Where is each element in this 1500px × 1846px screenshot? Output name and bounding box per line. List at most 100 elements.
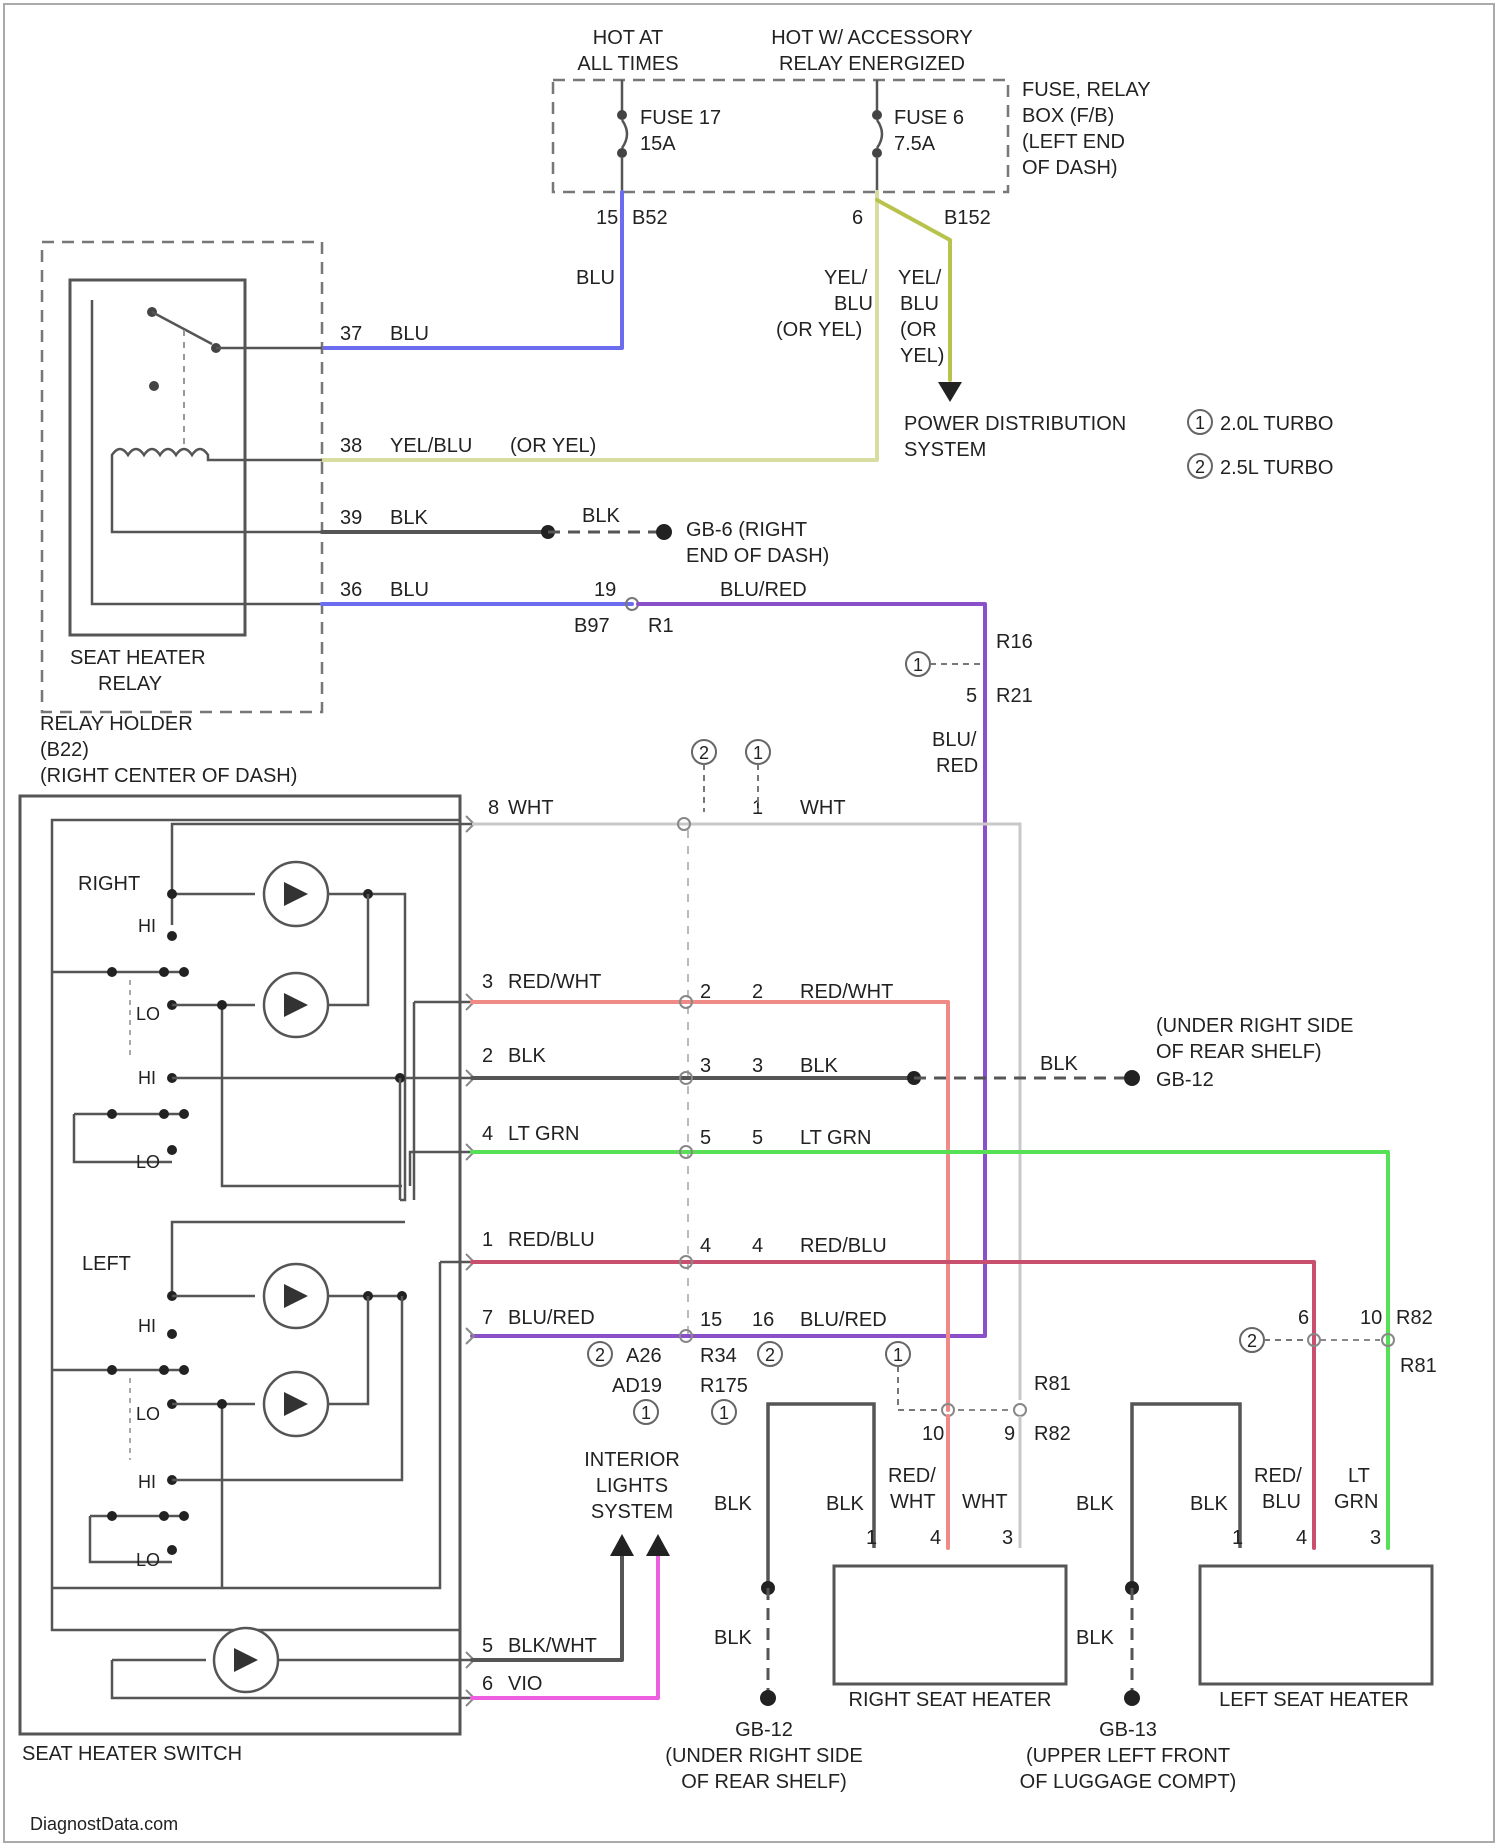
harness-pin-8: 8: [488, 797, 499, 819]
fuse6-rating: 7.5A: [894, 133, 936, 155]
harness-pin-16: 16: [752, 1309, 774, 1331]
harness-pin-3: 3: [482, 971, 493, 993]
lights-pin-5: 5: [482, 1635, 493, 1657]
fuse-box: HOT AT ALL TIMES HOT W/ ACCESSORY RELAY …: [553, 27, 1151, 229]
relay-wire-38-color: YEL/BLU: [390, 435, 472, 457]
relay-holder-3: (RIGHT CENTER OF DASH): [40, 765, 297, 787]
seat-heater-relay: SEAT HEATER RELAY RELAY HOLDER (B22) (RI…: [40, 242, 322, 787]
harness-pin-7: 7: [482, 1307, 493, 1329]
left-lo-label-1: LO: [136, 1404, 160, 1424]
relay-wire-37-color: BLU: [390, 323, 429, 345]
interior-lights-label-2: LIGHTS: [596, 1475, 668, 1497]
right-led-hi-right-lead: [328, 894, 405, 1200]
harness-pin-4b: 4: [752, 1235, 763, 1257]
wire-yel-label-1: YEL/: [824, 267, 868, 289]
right-heater-body: [834, 1566, 1066, 1684]
interior-lights-arrow-2-icon: [646, 1534, 670, 1556]
connector-r1-label: R1: [648, 615, 674, 637]
fuse17-terminal-bottom: [617, 148, 627, 158]
harness-wht-label: WHT: [508, 797, 554, 819]
fuse17-pin-label: 15: [596, 207, 618, 229]
ground-gb12-bottom-icon: [760, 1690, 776, 1706]
left-heater-body: [1200, 1566, 1432, 1684]
svg-text:1: 1: [753, 743, 763, 763]
relay-pin-37: 37: [340, 323, 362, 345]
ground-gb6-icon: [656, 524, 672, 540]
lights-pin-6: 6: [482, 1673, 493, 1695]
wire-blu-red-to-switch: [472, 604, 985, 1336]
right-connector-pin-10: 10: [922, 1423, 944, 1445]
right-connector-pin-9: 9: [1004, 1423, 1015, 1445]
connector-pin-19: 19: [594, 579, 616, 601]
left-heater-name: LEFT SEAT HEATER: [1219, 1689, 1409, 1711]
left-connector-pin-10: 10: [1360, 1307, 1382, 1329]
harness-red-wht-label: RED/WHT: [508, 971, 601, 993]
left-heater-lt-grn-2: GRN: [1334, 1491, 1378, 1513]
left-heater-pin-3: 3: [1370, 1527, 1381, 1549]
right-lt-grn-feed: [410, 1152, 472, 1186]
right-hi2-label: HI: [138, 1068, 156, 1088]
relay-coil-icon: [112, 449, 322, 460]
footer-watermark: DiagnostData.com: [30, 1814, 178, 1834]
connector-pin-5: 5: [966, 685, 977, 707]
gb12-bottom-label-2: (UNDER RIGHT SIDE: [665, 1745, 862, 1767]
fuse6-label: FUSE 6: [894, 107, 964, 129]
fuse17-terminal-top: [617, 110, 627, 120]
left-hi-label: HI: [138, 1316, 156, 1336]
right-heater-ground-blk: BLK: [714, 1627, 752, 1649]
wire-blu-label: BLU: [576, 267, 615, 289]
relay-coil-ground-path: [112, 460, 322, 532]
legend-2-label: 2.5L TURBO: [1220, 457, 1333, 479]
hot-at-all-times-label-2: ALL TIMES: [577, 53, 678, 75]
harness-blu-red-label: BLU/RED: [508, 1307, 595, 1329]
left-heater-blk-label-2: BLK: [1190, 1493, 1228, 1515]
left-heater-red-blu-1: RED/: [1254, 1465, 1302, 1487]
left-red-blu-return: [222, 1262, 440, 1588]
harness-pin-5a: 5: [700, 1127, 711, 1149]
connector-r175-label: R175: [700, 1375, 748, 1397]
interior-lights-label-1: INTERIOR: [584, 1449, 680, 1471]
connector-r16-label: R16: [996, 631, 1033, 653]
left-connector-r81: R81: [1400, 1355, 1437, 1377]
harness-pin-4a: 4: [700, 1235, 711, 1257]
relay-pin-36: 36: [340, 579, 362, 601]
power-distribution-arrow-icon: [938, 382, 962, 402]
relay-name-2: RELAY: [98, 673, 162, 695]
fuse6-terminal-top: [872, 110, 882, 120]
harness-blk-rear-label: BLK: [1040, 1053, 1078, 1075]
right-lo-label-1: LO: [136, 1004, 160, 1024]
ground-gb13-icon: [1124, 1690, 1140, 1706]
fuse6-element-icon: [877, 120, 882, 148]
gb6-label-2: END OF DASH): [686, 545, 829, 567]
relay-holder-outline: [42, 242, 322, 712]
lights-blk-wht-label: BLK/WHT: [508, 1635, 597, 1657]
harness-blk-label: BLK: [508, 1045, 546, 1067]
left-heater-pin-1: 1: [1232, 1527, 1243, 1549]
svg-text:2: 2: [595, 1345, 605, 1365]
left-heater-red-blu-2: BLU: [1262, 1491, 1301, 1513]
left-heater-lt-grn-1: LT: [1348, 1465, 1370, 1487]
harness-blu-red-label-2: BLU/RED: [800, 1309, 887, 1331]
switch-left-label: LEFT: [82, 1253, 131, 1275]
switch-right-label: RIGHT: [78, 873, 140, 895]
relay-switch-arm-icon: [152, 312, 212, 344]
right-heater-pin-3: 3: [1002, 1527, 1013, 1549]
connector-b152-label: B152: [944, 207, 991, 229]
lights-vio-label: VIO: [508, 1673, 542, 1695]
harness-lt-grn-label: LT GRN: [508, 1123, 580, 1145]
svg-text:1: 1: [641, 1403, 651, 1423]
wire-blu-red-label: BLU/RED: [720, 579, 807, 601]
harness-red-blu-label-2: RED/BLU: [800, 1235, 887, 1257]
right-connector-r81: R81: [1034, 1373, 1071, 1395]
right-heater-red-wht-1: RED/: [888, 1465, 936, 1487]
seat-heater-switch: RIGHT LEFT HI LO HI LO: [20, 796, 472, 1765]
relay-pin-39: 39: [340, 507, 362, 529]
harness-pin-5b: 5: [752, 1127, 763, 1149]
fuse-box-name-1: FUSE, RELAY: [1022, 79, 1151, 101]
wire-yel2-label-3: (OR: [900, 319, 937, 341]
switch-name-label: SEAT HEATER SWITCH: [22, 1743, 242, 1765]
harness-pin-15: 15: [700, 1309, 722, 1331]
connector-r34-label: R34: [700, 1345, 737, 1367]
wire-yel-label-3: (OR YEL): [776, 319, 862, 341]
right-heater-blk-label-2: BLK: [826, 1493, 864, 1515]
